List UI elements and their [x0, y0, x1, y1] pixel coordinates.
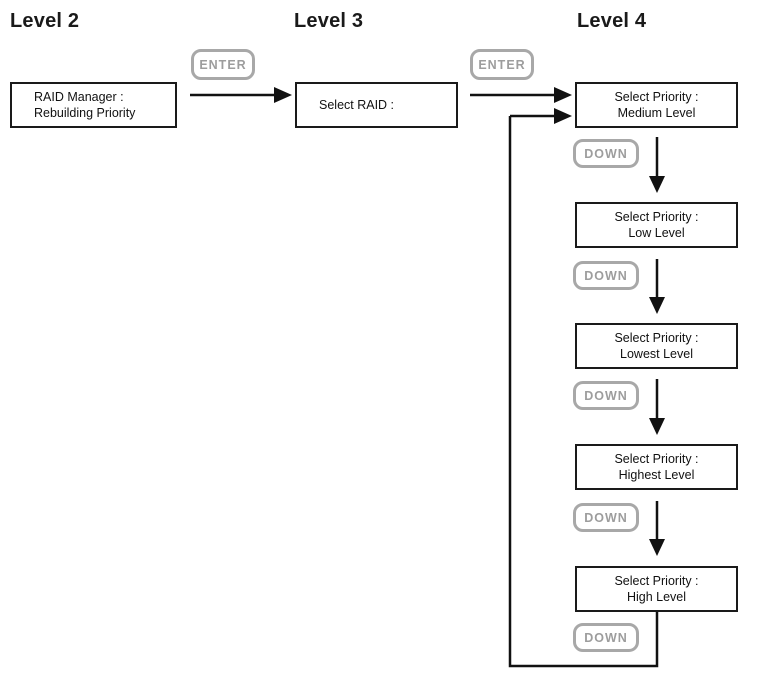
node-priority-lowest: Select Priority : Lowest Level — [575, 323, 738, 369]
node-line: Rebuilding Priority — [34, 106, 136, 120]
node-line: Select Priority : — [614, 210, 699, 224]
down-key-badge: DOWN — [573, 261, 639, 290]
down-key-label: DOWN — [584, 510, 628, 525]
node-line: Low Level — [628, 226, 685, 240]
node-line: Select RAID : — [319, 98, 395, 112]
node-priority-highest: Select Priority : Highest Level — [575, 444, 738, 490]
header-level-3: Level 3 — [294, 10, 364, 32]
arrow-enter-l2-l3-head — [274, 87, 292, 103]
node-line: Highest Level — [618, 468, 695, 482]
down-key-badge: DOWN — [573, 623, 639, 652]
down-key-label: DOWN — [584, 388, 628, 403]
arrow-down-2-head — [649, 297, 665, 314]
node-priority-low: Select Priority : Low Level — [575, 202, 738, 248]
node-priority-high: Select Priority : High Level — [575, 566, 738, 612]
arrow-down-1-head — [649, 176, 665, 193]
node-line: Select Priority : — [614, 574, 699, 588]
node-line: RAID Manager : — [34, 90, 124, 104]
node-line: Select Priority : — [614, 90, 699, 104]
down-key-badge: DOWN — [573, 139, 639, 168]
node-line: Select Priority : — [614, 331, 699, 345]
arrow-down-3-head — [649, 418, 665, 435]
down-key-badge: DOWN — [573, 381, 639, 410]
enter-key-label: ENTER — [478, 57, 526, 72]
down-key-label: DOWN — [584, 146, 628, 161]
down-key-badge: DOWN — [573, 503, 639, 532]
down-key-label: DOWN — [584, 268, 628, 283]
node-select-raid: Select RAID : — [295, 82, 458, 128]
node-line: High Level — [626, 590, 687, 604]
node-line: Lowest Level — [620, 347, 693, 361]
enter-key-badge: ENTER — [191, 49, 255, 80]
enter-key-label: ENTER — [199, 57, 247, 72]
node-priority-medium: Select Priority : Medium Level — [575, 82, 738, 128]
header-level-2: Level 2 — [10, 10, 80, 32]
enter-key-badge: ENTER — [470, 49, 534, 80]
header-level-4: Level 4 — [577, 10, 647, 32]
node-line: Medium Level — [617, 106, 696, 120]
node-raid-manager: RAID Manager : Rebuilding Priority — [10, 82, 177, 128]
arrow-enter-l3-l4-head — [554, 87, 572, 103]
node-line: Select Priority : — [614, 452, 699, 466]
down-key-label: DOWN — [584, 630, 628, 645]
arrow-loop-return-head — [554, 108, 572, 124]
arrow-down-4-head — [649, 539, 665, 556]
